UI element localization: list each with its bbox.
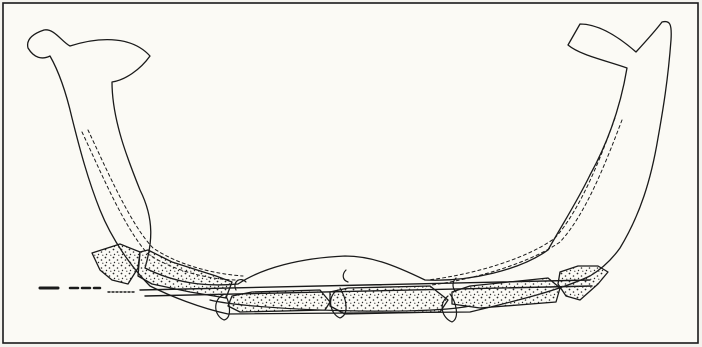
mandible-reconstruction-diagram bbox=[0, 0, 702, 347]
diagram-canvas bbox=[0, 0, 702, 347]
